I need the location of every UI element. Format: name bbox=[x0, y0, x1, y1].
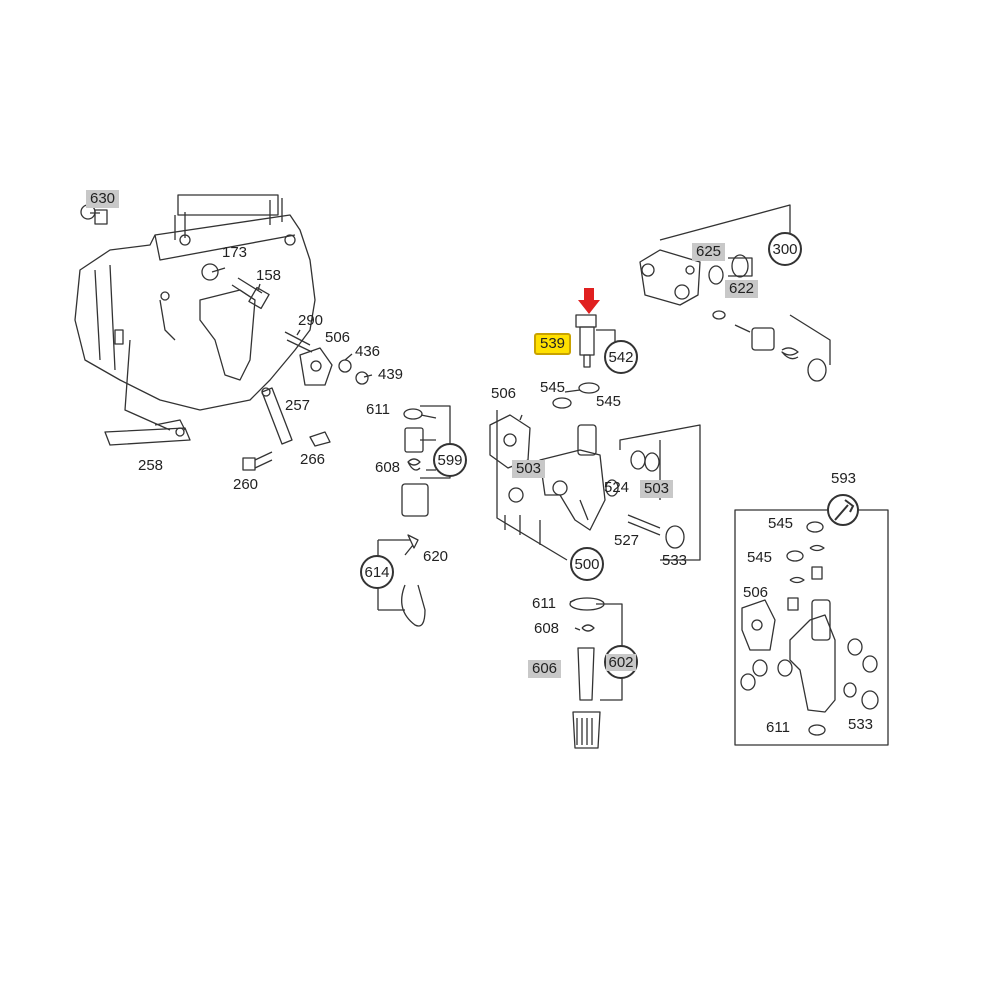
part-label-545-a: 545 bbox=[540, 379, 566, 396]
part-label-630: 630 bbox=[86, 190, 120, 208]
part-label-503-a: 503 bbox=[512, 460, 546, 478]
stud-290 bbox=[284, 331, 313, 353]
part-label-506-right: 506 bbox=[743, 584, 769, 601]
part-label-439: 439 bbox=[378, 366, 404, 383]
part-label-593: 593 bbox=[831, 470, 857, 487]
callout-text-614: 614 bbox=[364, 563, 390, 581]
part-label-545-b: 545 bbox=[596, 393, 622, 410]
part-label-608-center: 608 bbox=[534, 620, 560, 637]
part-label-257: 257 bbox=[285, 397, 311, 414]
part-label-539-highlighted: 539 bbox=[534, 333, 572, 355]
bolt-260 bbox=[242, 451, 273, 471]
part-callout-542: 542 bbox=[604, 340, 638, 374]
part-label-503-b: 503 bbox=[640, 480, 674, 498]
part-label-611-right: 611 bbox=[766, 719, 790, 736]
part-callout-614: 614 bbox=[360, 555, 394, 589]
callout-text-602: 602 bbox=[606, 653, 636, 671]
part-callout-500: 500 bbox=[570, 547, 604, 581]
group-599 bbox=[401, 405, 451, 517]
callout-text-542: 542 bbox=[608, 348, 634, 366]
wrench-icon bbox=[827, 494, 859, 526]
part-label-533-center: 533 bbox=[662, 552, 688, 569]
part-label-608-left: 608 bbox=[375, 459, 401, 476]
part-label-622: 622 bbox=[725, 280, 759, 298]
part-label-527: 527 bbox=[614, 532, 640, 549]
part-label-436: 436 bbox=[355, 343, 381, 360]
bracket-258 bbox=[104, 419, 191, 446]
gasket-506-left bbox=[299, 347, 333, 386]
callout-text-300: 300 bbox=[772, 240, 798, 258]
part-label-524: 524 bbox=[604, 479, 630, 496]
part-label-545-c: 545 bbox=[768, 515, 794, 532]
callout-text-599: 599 bbox=[437, 451, 463, 469]
part-label-611-left: 611 bbox=[366, 401, 390, 418]
part-label-625: 625 bbox=[692, 243, 726, 261]
red-arrow-icon bbox=[578, 288, 600, 314]
pump-housing bbox=[74, 194, 316, 431]
part-label-260: 260 bbox=[233, 476, 259, 493]
plug-539 bbox=[575, 314, 616, 368]
part-label-258: 258 bbox=[138, 457, 164, 474]
part-label-266: 266 bbox=[300, 451, 326, 468]
part-label-533-right: 533 bbox=[848, 716, 874, 733]
bolt-158 bbox=[231, 277, 270, 310]
repair-kit-box bbox=[734, 509, 889, 746]
part-label-606: 606 bbox=[528, 660, 562, 678]
part-label-506-left: 506 bbox=[325, 329, 351, 346]
callout-text-500: 500 bbox=[574, 555, 600, 573]
key-266 bbox=[309, 431, 331, 447]
part-callout-599: 599 bbox=[433, 443, 467, 477]
part-callout-300: 300 bbox=[768, 232, 802, 266]
part-label-620: 620 bbox=[423, 548, 449, 565]
part-label-506-center: 506 bbox=[491, 385, 517, 402]
part-label-158: 158 bbox=[256, 267, 282, 284]
part-label-545-d: 545 bbox=[747, 549, 773, 566]
part-callout-602: 602 bbox=[604, 645, 638, 679]
part-label-173: 173 bbox=[222, 244, 248, 261]
part-label-611-center: 611 bbox=[532, 595, 556, 612]
group-602 bbox=[569, 597, 623, 749]
part-label-290: 290 bbox=[298, 312, 324, 329]
